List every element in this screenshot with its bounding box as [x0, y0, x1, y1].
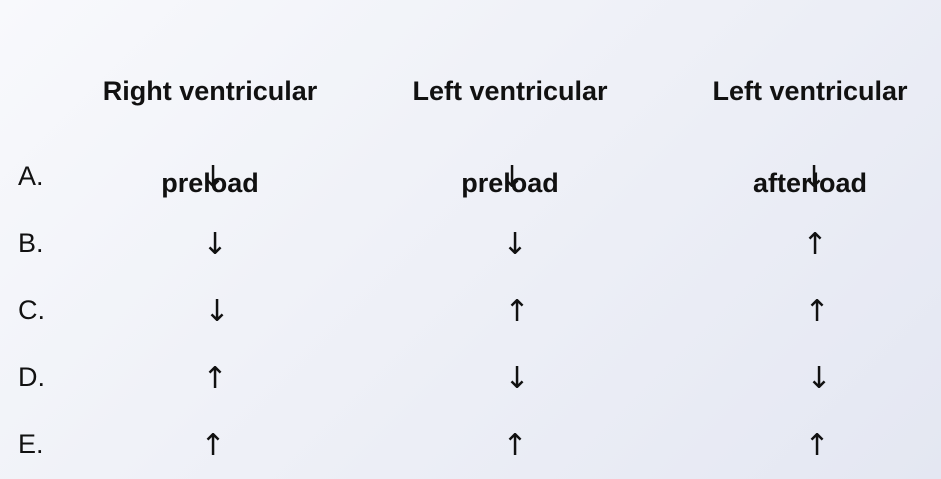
arrow-d-col3: ↓ — [806, 361, 832, 396]
header-line1: Right ventricular — [102, 76, 318, 106]
arrow-a-col1: ↓ — [200, 160, 226, 195]
header-left-ventricular-preload: Left ventricular preload — [360, 22, 660, 252]
header-left-ventricular-afterload: Left ventricular afterload — [660, 22, 941, 252]
arrow-c-col3: ↑ — [804, 294, 830, 329]
row-label-d: D. — [18, 362, 45, 392]
arrow-e-col3: ↑ — [804, 428, 830, 463]
arrow-e-col2: ↑ — [502, 428, 528, 463]
row-label-b: B. — [18, 228, 44, 258]
header-line1: Left ventricular — [712, 76, 908, 106]
header-line2: afterload — [752, 168, 868, 198]
row-label-a: A. — [18, 161, 44, 191]
header-right-ventricular-preload: Right ventricular preload — [60, 22, 360, 252]
arrow-a-col2: ↓ — [499, 160, 525, 195]
arrow-b-col1: ↓ — [202, 227, 228, 262]
arrow-d-col2: ↓ — [504, 361, 530, 396]
arrow-d-col1: ↑ — [202, 361, 228, 396]
row-label-c: C. — [18, 295, 45, 325]
header-line1: Left ventricular — [412, 76, 608, 106]
header-line2: preload — [461, 168, 559, 198]
arrow-b-col3: ↑ — [802, 227, 828, 262]
header-line2: preload — [161, 168, 259, 198]
arrow-b-col2: ↓ — [502, 227, 528, 262]
arrow-a-col3: ↓ — [801, 160, 827, 195]
arrow-c-col1: ↓ — [204, 294, 230, 329]
arrow-e-col1: ↑ — [200, 428, 226, 463]
row-label-e: E. — [18, 429, 44, 459]
arrow-c-col2: ↑ — [504, 294, 530, 329]
